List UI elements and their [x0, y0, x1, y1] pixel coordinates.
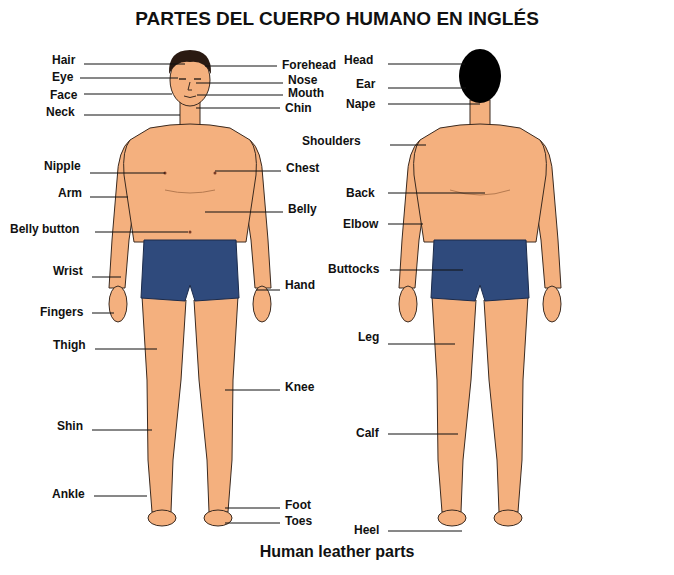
part-label: Nape	[346, 98, 375, 110]
part-label: Nipple	[44, 160, 81, 172]
part-label: Arm	[58, 187, 82, 199]
part-label: Calf	[356, 427, 379, 439]
part-label: Heel	[354, 524, 379, 536]
part-label: Toes	[285, 515, 312, 527]
part-label: Belly	[288, 203, 317, 215]
part-label: Foot	[285, 499, 311, 511]
part-label: Ear	[356, 78, 375, 90]
part-label: Neck	[46, 106, 75, 118]
part-label: Belly button	[10, 223, 79, 235]
back-figure	[399, 49, 561, 526]
part-label: Elbow	[343, 218, 378, 230]
part-label: Hand	[285, 279, 315, 291]
part-label: Head	[344, 54, 373, 66]
part-label: Shin	[57, 420, 83, 432]
part-label: Leg	[358, 331, 379, 343]
part-label: Buttocks	[328, 263, 379, 275]
diagram-caption: Human leather parts	[260, 544, 415, 560]
part-label: Ankle	[52, 488, 85, 500]
front-hair	[169, 50, 211, 74]
part-label: Chin	[285, 102, 312, 114]
part-label: Nose	[288, 74, 317, 86]
part-label: Knee	[285, 381, 314, 393]
part-label: Shoulders	[302, 135, 361, 147]
part-label: Chest	[286, 162, 319, 174]
diagram-title: PARTES DEL CUERPO HUMANO EN INGLÉS	[135, 9, 539, 28]
part-label: Eye	[52, 71, 73, 83]
part-label: Face	[50, 89, 77, 101]
part-label: Fingers	[40, 306, 83, 318]
part-label: Wrist	[53, 265, 83, 277]
front-body	[109, 100, 271, 526]
back-head	[459, 49, 501, 103]
part-label: Thigh	[53, 339, 86, 351]
part-label: Hair	[52, 54, 75, 66]
part-label: Mouth	[288, 87, 324, 99]
front-figure	[109, 50, 271, 526]
back-body	[399, 100, 561, 526]
part-label: Back	[346, 187, 375, 199]
part-label: Forehead	[282, 59, 336, 71]
leader-lines	[80, 64, 485, 531]
